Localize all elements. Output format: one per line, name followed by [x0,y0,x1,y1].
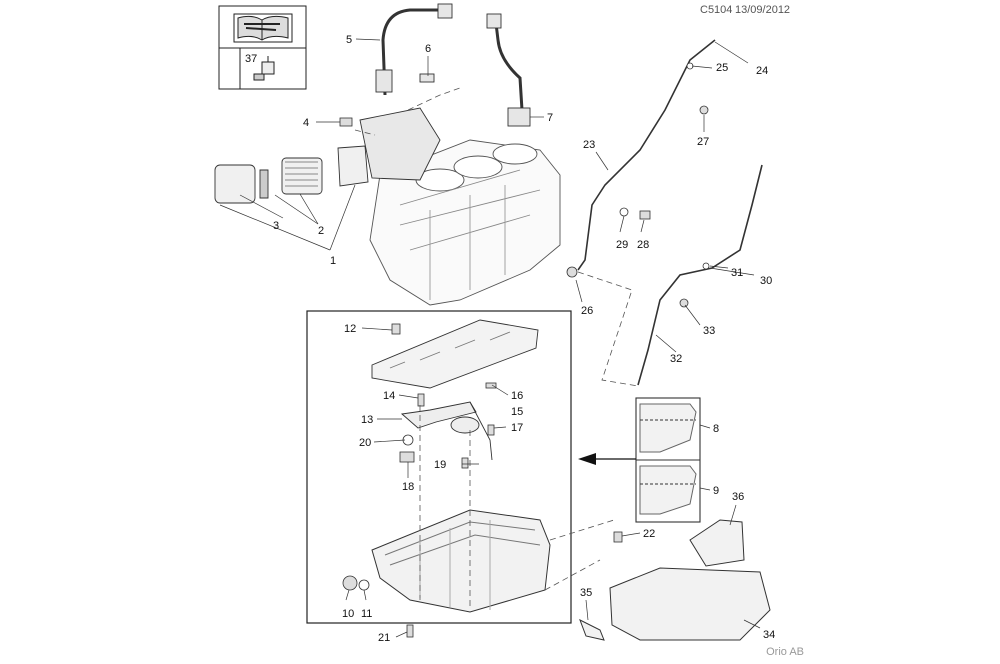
callout-1: 1 [330,255,336,267]
inset-label-37: 37 [245,53,257,65]
callout-27: 27 [697,136,709,148]
callout-9: 9 [713,485,719,497]
engine-block [369,139,561,306]
callout-23: 23 [583,139,595,151]
callout-13: 13 [361,414,373,426]
callout-31: 31 [731,267,743,279]
callout-10: 10 [342,608,354,620]
manual-symbol-inset [218,5,307,90]
fasteners [339,62,710,638]
callout-34: 34 [763,629,775,641]
callout-16: 16 [511,390,523,402]
callout-30: 30 [760,275,772,287]
oil-pan-detail-frame [306,310,572,624]
callout-35: 35 [580,587,592,599]
callout-11: 11 [361,608,372,620]
callout-32: 32 [670,353,682,365]
callout-7: 7 [547,112,553,124]
dipstick-tubes [577,39,763,386]
detail-views-8-9 [635,397,701,523]
callout-19: 19 [434,459,446,471]
oil-pickup [400,401,493,461]
callout-21: 21 [378,632,390,644]
callout-17: 17 [511,422,523,434]
diagram-date: 13/09/2012 [735,4,791,16]
callout-25: 25 [716,62,728,74]
callout-20: 20 [359,437,371,449]
callout-4: 4 [303,117,309,129]
oil-pan-baffle [371,319,539,389]
callout-28: 28 [637,239,649,251]
callout-29: 29 [616,239,628,251]
callout-3: 3 [273,220,279,232]
callout-6: 6 [425,43,431,55]
brand-footer: Orio AB [766,646,804,658]
callout-8: 8 [713,423,719,435]
connector-lines [354,87,639,610]
callout-24: 24 [756,65,768,77]
callout-12: 12 [344,323,356,335]
callout-33: 33 [703,325,715,337]
callout-labels: 1 2 3 4 5 6 7 8 9 10 11 12 13 14 15 16 1… [245,34,775,644]
leader-lines [219,38,761,638]
callout-26: 26 [581,305,593,317]
oil-hoses [381,8,524,111]
callout-2: 2 [318,225,324,237]
callout-36: 36 [732,491,744,503]
callout-18: 18 [402,481,414,493]
detail-arrow [578,453,636,465]
diagram-code: C5104 [700,4,733,16]
callout-14: 14 [383,390,395,402]
sensor-part-icon [253,56,275,81]
callout-5: 5 [346,34,352,46]
callout-22: 22 [643,528,655,540]
hose-fittings [375,3,531,127]
oil-pan [371,509,551,613]
bracket-assembly [579,519,771,641]
oil-filter-assembly [214,107,441,204]
callout-15: 15 [511,406,523,418]
book-wrench-icon [233,13,293,43]
